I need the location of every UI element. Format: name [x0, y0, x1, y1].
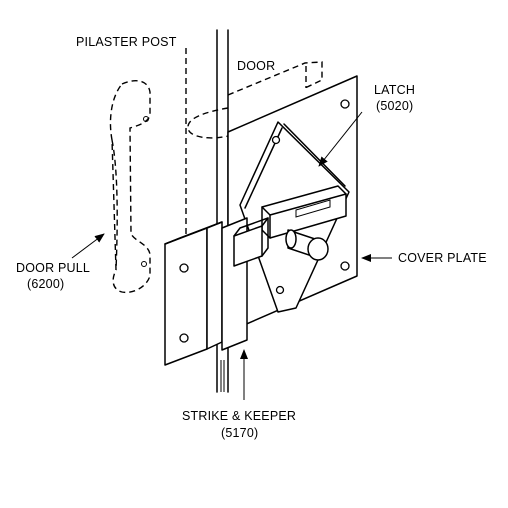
- label-strike-name: STRIKE & KEEPER: [182, 409, 296, 423]
- label-door: DOOR: [237, 59, 275, 73]
- cover-plate-screw-bottom: [340, 261, 350, 271]
- door-pull-leader-arrow: [71, 233, 105, 259]
- latch-body: [239, 121, 350, 313]
- label-latch-number: (5020): [376, 99, 413, 113]
- label-latch-name: LATCH: [374, 83, 415, 97]
- leader-arrows: [71, 111, 392, 400]
- label-door-pull-number: (6200): [27, 277, 64, 291]
- strike-screw-top: [179, 263, 189, 273]
- label-cover-plate: COVER PLATE: [398, 251, 487, 265]
- latch-leader-arrow: [318, 111, 363, 167]
- label-strike-number: (5170): [221, 426, 258, 440]
- strike-and-keeper: [164, 217, 269, 366]
- label-pilaster-post: PILASTER POST: [76, 35, 177, 49]
- strike-screw-bottom: [179, 333, 189, 343]
- door-pull: [109, 80, 151, 294]
- cover-plate-screw-top: [340, 99, 350, 109]
- label-door-pull-name: DOOR PULL: [16, 261, 90, 275]
- latch-knob-icon: [307, 237, 329, 261]
